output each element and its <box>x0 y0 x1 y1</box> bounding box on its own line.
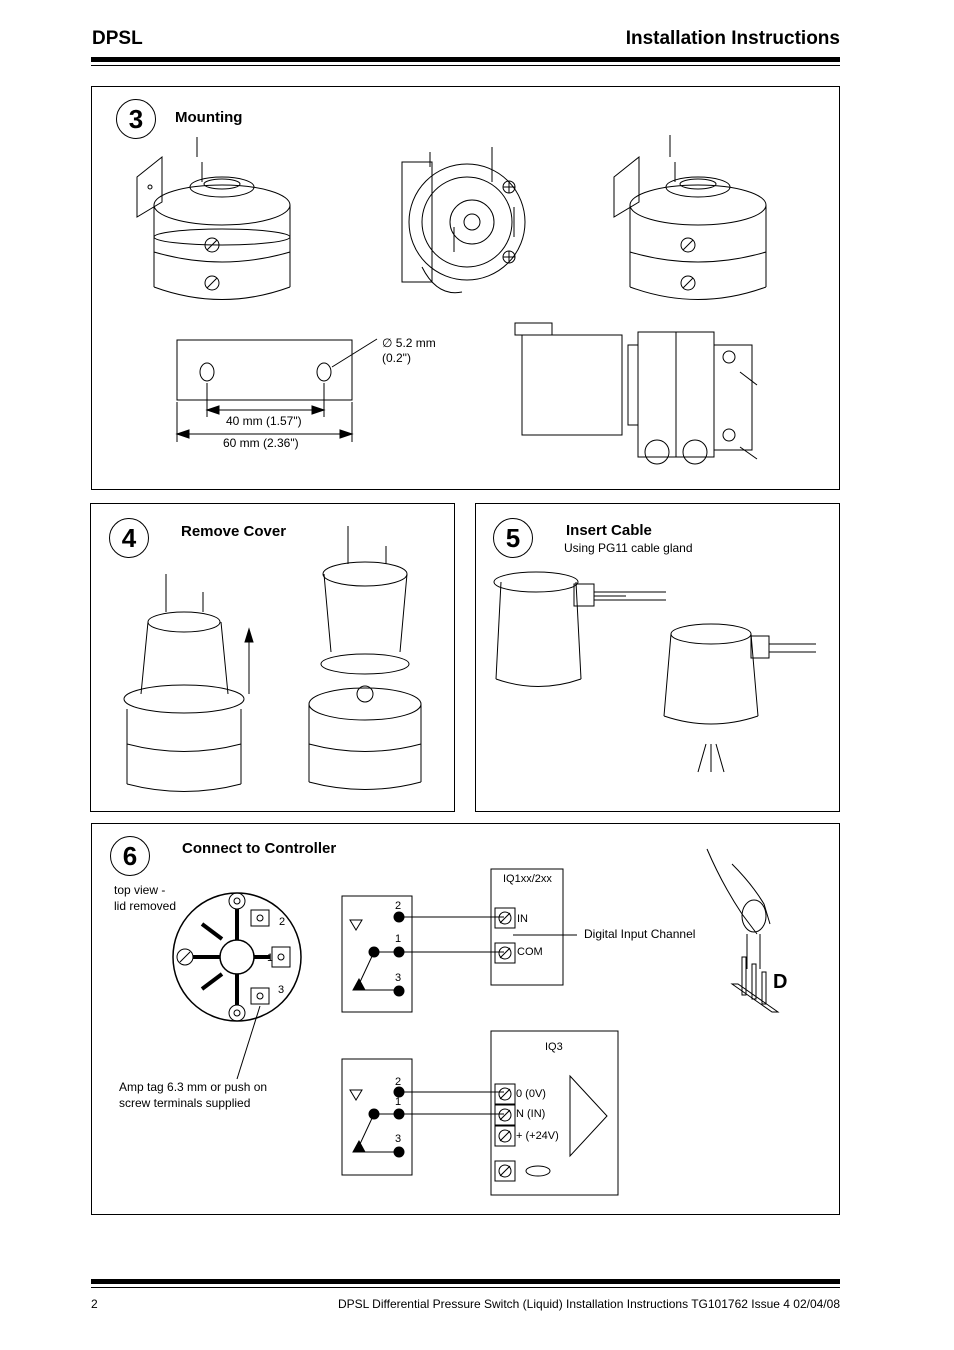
remove-cover-drawing <box>123 526 422 792</box>
dip-switch-d-label: D <box>773 971 788 993</box>
step5-number: 5 <box>493 518 533 558</box>
hole-diameter-inch-label: (0.2") <box>382 351 411 365</box>
dimension-60mm-label: 60 mm (2.36") <box>223 436 299 450</box>
step3-panel: 3 Mounting <box>91 86 840 490</box>
iq3-title: IQ3 <box>545 1041 563 1053</box>
step6-title: Connect to Controller <box>182 840 337 857</box>
mounting-drawing <box>136 135 767 465</box>
page-number: 2 <box>91 1297 98 1311</box>
iq1-in-label: IN <box>517 913 528 925</box>
switch-b-terminal-1: 1 <box>395 1096 402 1108</box>
terminal-3-label: 3 <box>278 984 285 996</box>
doc-section-title: Installation Instructions <box>625 28 840 49</box>
iq3-terminal-plus: + (+24V) <box>516 1130 559 1142</box>
switch-side-view <box>514 322 758 465</box>
switch-b-terminal-3: 3 <box>395 1133 402 1145</box>
terminal-2-label: 2 <box>279 916 286 928</box>
switch-body-left <box>136 137 291 300</box>
terminal-top-view <box>172 892 302 1080</box>
iq1-com-label: COM <box>517 946 543 958</box>
header-rule-thin <box>91 65 840 66</box>
footer-rule-thick <box>91 1279 840 1284</box>
wiring-diagram <box>172 848 780 1196</box>
switch-plan-view <box>401 147 526 294</box>
insert-cable-drawing <box>493 571 816 773</box>
terminal-1-label: 1 <box>267 952 274 964</box>
switch-body-right <box>613 135 767 300</box>
footer-doc-reference: DPSL Differential Pressure Switch (Liqui… <box>337 1297 840 1311</box>
iq1-controller <box>490 868 577 986</box>
header-rule-thick <box>91 57 840 62</box>
digital-input-label: Digital Input Channel <box>584 927 696 941</box>
step6-panel: 6 Connect to Controller top view - lid r… <box>91 823 840 1215</box>
switch-a-terminal-3: 3 <box>395 972 402 984</box>
switch-symbol-b <box>341 1058 504 1176</box>
hole-diameter-label: ∅ 5.2 mm <box>382 336 436 350</box>
dimension-40mm-label: 40 mm (1.57") <box>226 414 302 428</box>
footer-rule-thin <box>91 1287 840 1288</box>
step6-number: 6 <box>110 836 150 876</box>
screw-terminals-label: screw terminals supplied <box>119 1096 251 1110</box>
step4-number: 4 <box>109 518 149 558</box>
lid-removed-label: lid removed <box>114 899 177 913</box>
iq1-title: IQ1xx/2xx <box>503 873 552 885</box>
switch-b-terminal-2: 2 <box>395 1076 402 1088</box>
bracket-template <box>175 338 378 442</box>
iq3-terminal-n: N (IN) <box>516 1108 546 1120</box>
iq3-controller <box>490 1030 619 1196</box>
step5-title: Insert Cable <box>566 522 652 539</box>
step4-title: Remove Cover <box>181 523 287 540</box>
switch-a-terminal-1: 1 <box>395 933 402 945</box>
switch-symbol-a <box>341 895 504 1013</box>
step3-number: 3 <box>116 99 156 139</box>
step3-title: Mounting <box>175 109 243 126</box>
switch-a-terminal-2: 2 <box>395 900 402 912</box>
iq3-terminal-0: 0 (0V) <box>516 1088 546 1100</box>
step5-subtitle: Using PG11 cable gland <box>564 541 693 555</box>
amp-tag-label: Amp tag 6.3 mm or push on <box>119 1080 268 1094</box>
doc-short-title: DPSL <box>92 28 143 49</box>
step4-panel: 4 Remove Cover <box>90 503 455 812</box>
dip-switch-hand <box>706 848 780 1013</box>
top-view-label: top view - <box>114 883 166 897</box>
step5-panel: 5 Insert Cable Using PG11 cable gland <box>475 503 840 812</box>
